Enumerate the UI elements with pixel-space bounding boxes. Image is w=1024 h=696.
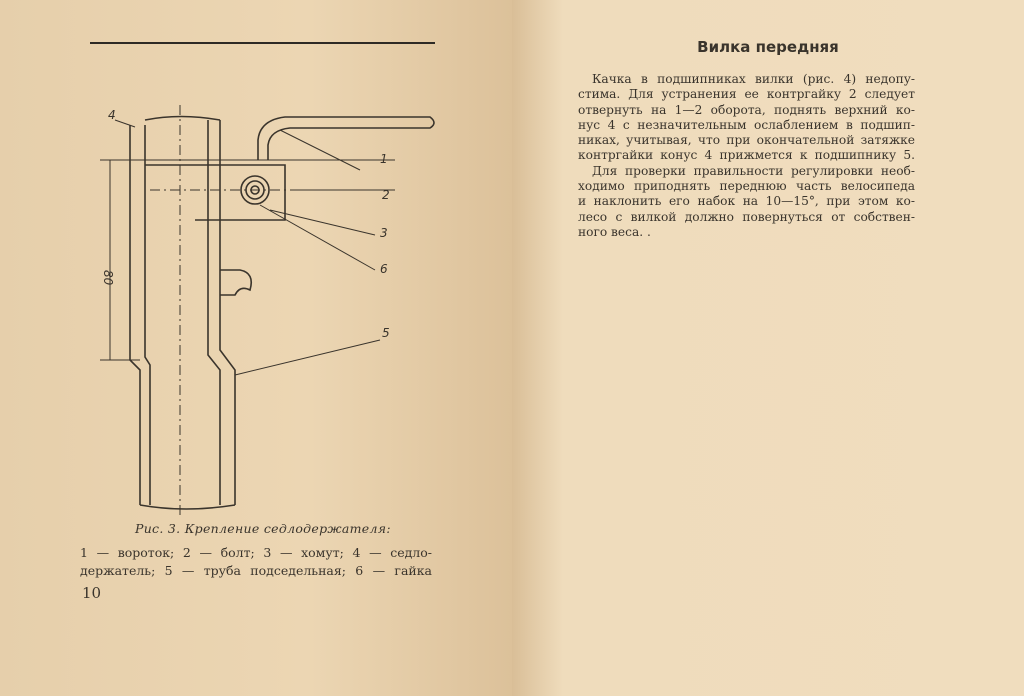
section-body: Качка в подшипниках вилки (рис. 4) недоп… bbox=[578, 72, 915, 240]
label-3: 3 bbox=[380, 226, 388, 240]
text-line: и наклонить его набок на 10—15°, при это… bbox=[578, 194, 915, 209]
text-line: никах, учитывая, что при окончательной з… bbox=[578, 133, 915, 148]
seat-post-clamp-drawing: 4 1 2 3 6 5 80 bbox=[100, 105, 435, 515]
label-5: 5 bbox=[382, 326, 390, 340]
section-title: Вилка передняя bbox=[697, 38, 839, 56]
figure-caption: Рис. 3. Крепление седлодержателя: bbox=[135, 521, 391, 536]
text-line: ходимо приподнять переднюю часть велосип… bbox=[578, 179, 915, 194]
label-2: 2 bbox=[382, 188, 390, 202]
text-line: контргайки конус 4 прижмется к подшипник… bbox=[578, 148, 915, 163]
text-line: стима. Для устранения ее контргайку 2 сл… bbox=[578, 87, 915, 102]
legend-line: 1 — вороток; 2 — болт; 3 — хомут; 4 — се… bbox=[80, 545, 432, 560]
right-page: Вилка передняя bbox=[512, 0, 1024, 696]
dimension-label: 80 bbox=[101, 270, 115, 286]
text-line: отвернуть на 1—2 оборота, поднять верхни… bbox=[578, 102, 915, 117]
page-number: 10 bbox=[82, 584, 102, 602]
label-6: 6 bbox=[380, 262, 388, 276]
text-line: нус 4 с незначительным ослаблением в под… bbox=[578, 117, 915, 132]
figure-legend: 1 — вороток; 2 — болт; 3 — хомут; 4 — се… bbox=[80, 544, 432, 580]
text-line: Для проверки правильности регулировки не… bbox=[592, 163, 915, 178]
label-4: 4 bbox=[108, 108, 116, 122]
label-1: 1 bbox=[380, 152, 388, 166]
header-rule bbox=[90, 42, 435, 44]
left-page: 4 1 2 3 6 5 80 Рис. 3. Крепление седлоде… bbox=[0, 0, 512, 696]
text-line: Качка в подшипниках вилки (рис. 4) недоп… bbox=[592, 72, 915, 86]
legend-line: держатель; 5 — труба подседельная; 6 — г… bbox=[80, 563, 432, 578]
text-line: ного веса. . bbox=[578, 224, 651, 239]
text-line: лесо с вилкой должно повернуться от собс… bbox=[578, 209, 915, 224]
